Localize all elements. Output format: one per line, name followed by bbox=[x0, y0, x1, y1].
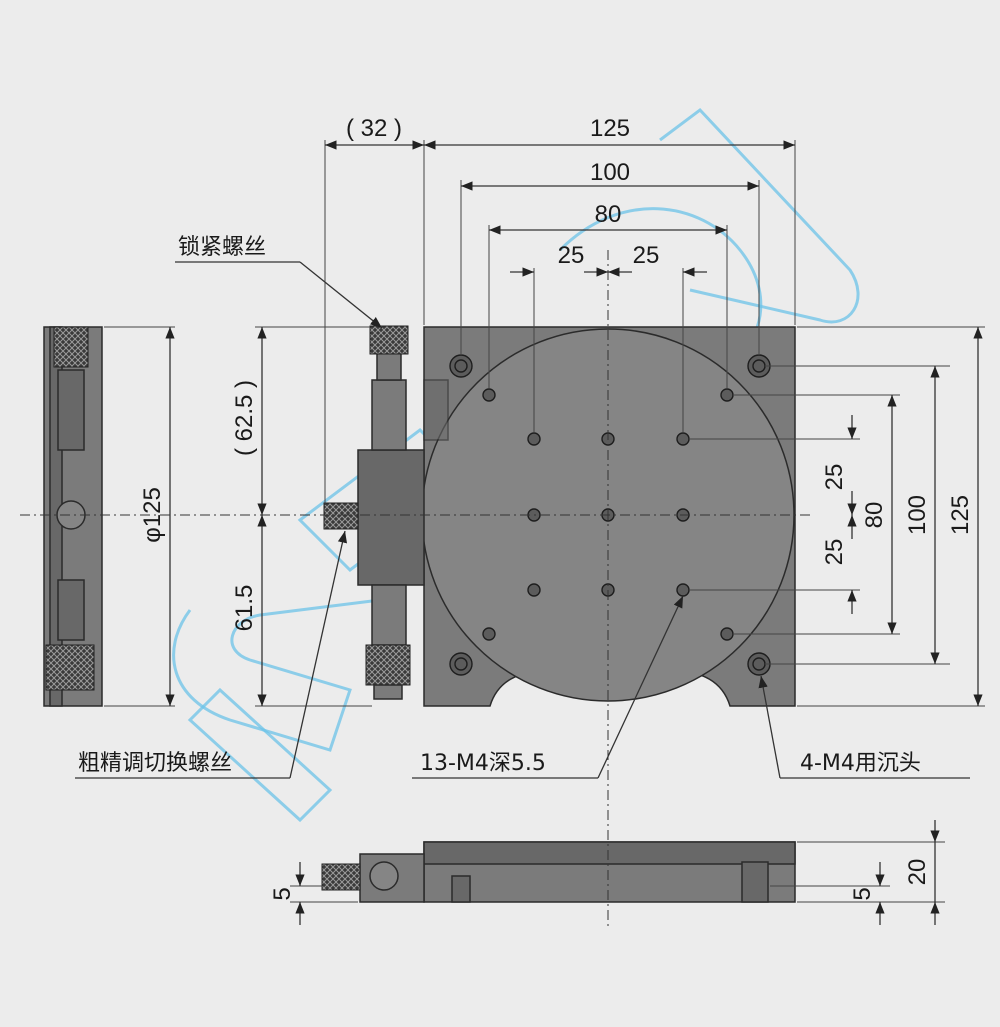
dim-right-25-top: 25 bbox=[821, 464, 848, 491]
leader-lines bbox=[75, 261, 970, 779]
dim-right-100: 100 bbox=[904, 495, 931, 535]
label-counterbore-holes: 4-M4用沉头 bbox=[800, 751, 921, 776]
dim-top-25-left: 25 bbox=[558, 242, 585, 269]
dim-right-80: 80 bbox=[861, 502, 888, 529]
dim-top-100: 100 bbox=[590, 159, 630, 186]
lock-screw-knob bbox=[369, 325, 409, 355]
dim-right-25-bottom: 25 bbox=[821, 539, 848, 566]
dim-top-25-right: 25 bbox=[633, 242, 660, 269]
callout-labels: 锁紧螺丝 粗精调切换螺丝 13-M4深5.5 4-M4用沉头 bbox=[78, 235, 921, 776]
dim-left-61-5: 61.5 bbox=[231, 585, 258, 632]
stage-side-view bbox=[43, 326, 103, 707]
micrometer-knob bbox=[365, 644, 411, 686]
dim-top-125: 125 bbox=[590, 115, 630, 142]
label-lock-screw: 锁紧螺丝 bbox=[178, 235, 266, 260]
label-tapped-holes: 13-M4深5.5 bbox=[420, 751, 546, 776]
tapped-hole bbox=[482, 388, 734, 641]
coarse-fine-screw-knob bbox=[323, 502, 359, 530]
stage-front-view bbox=[321, 841, 796, 903]
dim-bottom-20: 20 bbox=[904, 859, 931, 886]
dimension-lines bbox=[165, 140, 983, 925]
dim-right-125: 125 bbox=[947, 495, 974, 535]
center-lines bbox=[20, 250, 810, 930]
label-coarse-fine-screw: 粗精调切换螺丝 bbox=[78, 751, 232, 776]
dim-bottom-5-right: 5 bbox=[849, 887, 876, 900]
dim-left-62-5: ( 62.5 ) bbox=[231, 380, 258, 456]
dim-bottom-5-left: 5 bbox=[269, 887, 296, 900]
dim-top-80: 80 bbox=[595, 201, 622, 228]
dim-diameter-125: φ125 bbox=[139, 487, 166, 543]
dimension-text: ( 32 ) 125 100 80 25 25 φ125 ( 62.5 ) 61… bbox=[139, 115, 974, 901]
extension-lines bbox=[104, 140, 985, 903]
dim-top-32: ( 32 ) bbox=[346, 115, 402, 142]
adjuster-assembly bbox=[323, 325, 425, 700]
